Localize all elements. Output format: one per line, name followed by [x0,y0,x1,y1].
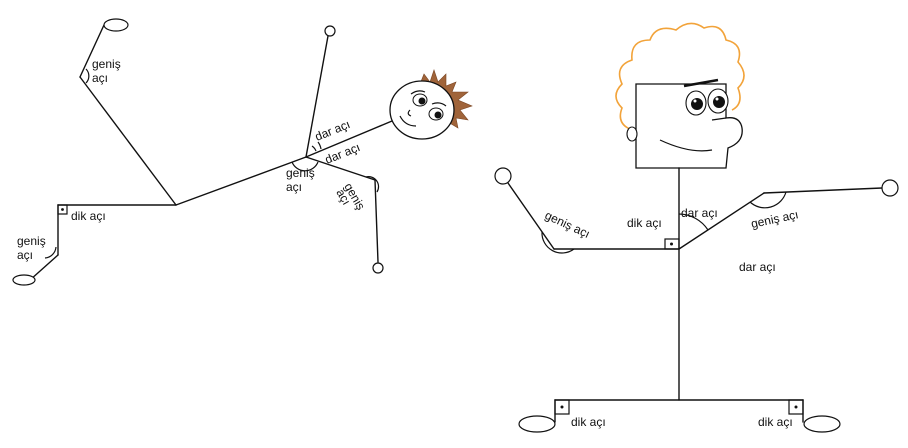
label-left-knee-aci: açı [17,248,33,262]
right-figure-shoulder-acute-arc [678,213,709,231]
label-right-left-elbow-genis-aci: geniş açı [543,208,592,241]
left-figure-right-angle-dot [61,208,64,211]
left-figure-obtuse-arc-knee [44,246,57,259]
right-figure-right-knee-dot [794,405,798,409]
left-figure-torso-segment [175,156,307,206]
left-stick-figure [12,18,473,286]
right-stick-figure [494,22,899,433]
right-figure-shoulder-right-angle-marker [664,238,680,250]
right-figure-left-elbow-arc [541,231,575,254]
right-figure-left-knee-marker [554,399,570,415]
left-figure-head [389,69,473,140]
left-figure-foot-segment [29,254,59,281]
right-figure-left-forearm-segment [507,182,555,250]
right-figure-right-hand-circle [881,179,899,197]
left-figure-acute-arc-upper [317,141,322,150]
label-right-body-dar-aci: dar açı [739,260,776,274]
label-left-shoulder-dar-aci-2: dar açı [323,140,362,167]
left-figure-foot-ellipse [12,274,36,286]
left-figure-face [389,80,455,140]
right-figure-pupil-right-glint [715,97,719,101]
left-figure-upper-arm-segment [79,76,177,206]
right-figure-right-forearm-segment [763,187,883,194]
left-figure-brow-right [431,102,447,107]
right-figure-pupil-right [713,96,725,108]
right-figure-mouth [659,139,713,152]
right-figure-left-hand-circle [494,167,512,185]
left-figure-raised-arm-segment [305,35,329,158]
left-figure-pupil-left [418,97,426,105]
right-figure-elbow-obtuse-arc [749,191,787,209]
left-figure-pupil-right [434,111,442,119]
label-right-left-knee-dik-aci: dik açı [571,415,606,429]
right-figure-shoulder-right-angle-dot [670,242,673,246]
right-figure-pupil-left [691,98,703,110]
label-left-arm-aci: açı [92,71,108,85]
label-right-shoulder-dik-aci: dik açı [627,216,662,230]
left-figure-brow-left [410,90,426,95]
left-figure-obtuse-arc-top [85,68,90,84]
label-right-elbow-genis-aci: geniş açı [750,207,800,231]
left-figure-nose [407,109,412,117]
left-figure-lower-forearm-segment [374,179,379,263]
left-figure-neck-segment [305,120,393,158]
right-figure-pupil-left-glint [693,99,697,103]
left-figure-lower-arm-segment [305,156,376,181]
right-figure-brow [683,78,719,88]
left-figure-acute-arc-mid [311,145,317,152]
left-figure-hand-ellipse [103,18,129,32]
right-figure-right-knee-marker [788,399,804,415]
left-figure-mouth [399,115,417,127]
label-left-arm-genis: geniş [92,57,121,71]
label-left-shoulder-aci: açı [286,180,302,194]
left-figure-obtuse-arc-shoulder [291,161,319,172]
left-figure-right-angle-marker [57,204,68,215]
right-figure-left-knee-dot [560,405,564,409]
label-left-elbow-aci: açı [333,187,353,208]
right-figure-hair [615,22,745,131]
left-figure-raised-hand-circle [324,25,336,37]
left-figure-forearm-segment [79,24,105,78]
right-figure-nose-line [711,117,727,121]
label-left-shoulder-genis: geniş [286,166,315,180]
right-figure-ear [626,126,638,142]
label-right-shoulder-dar-aci: dar açı [681,206,718,220]
left-figure-obtuse-arc-elbow [365,176,380,193]
label-left-dik-aci: dik açı [71,209,106,223]
label-right-right-knee-dik-aci: dik açı [758,415,793,429]
label-left-knee-genis: geniş [17,234,46,248]
left-figure-lower-hand-circle [372,262,384,274]
right-figure-left-foot-ellipse [518,415,556,433]
right-figure-right-foot-ellipse [803,415,841,433]
